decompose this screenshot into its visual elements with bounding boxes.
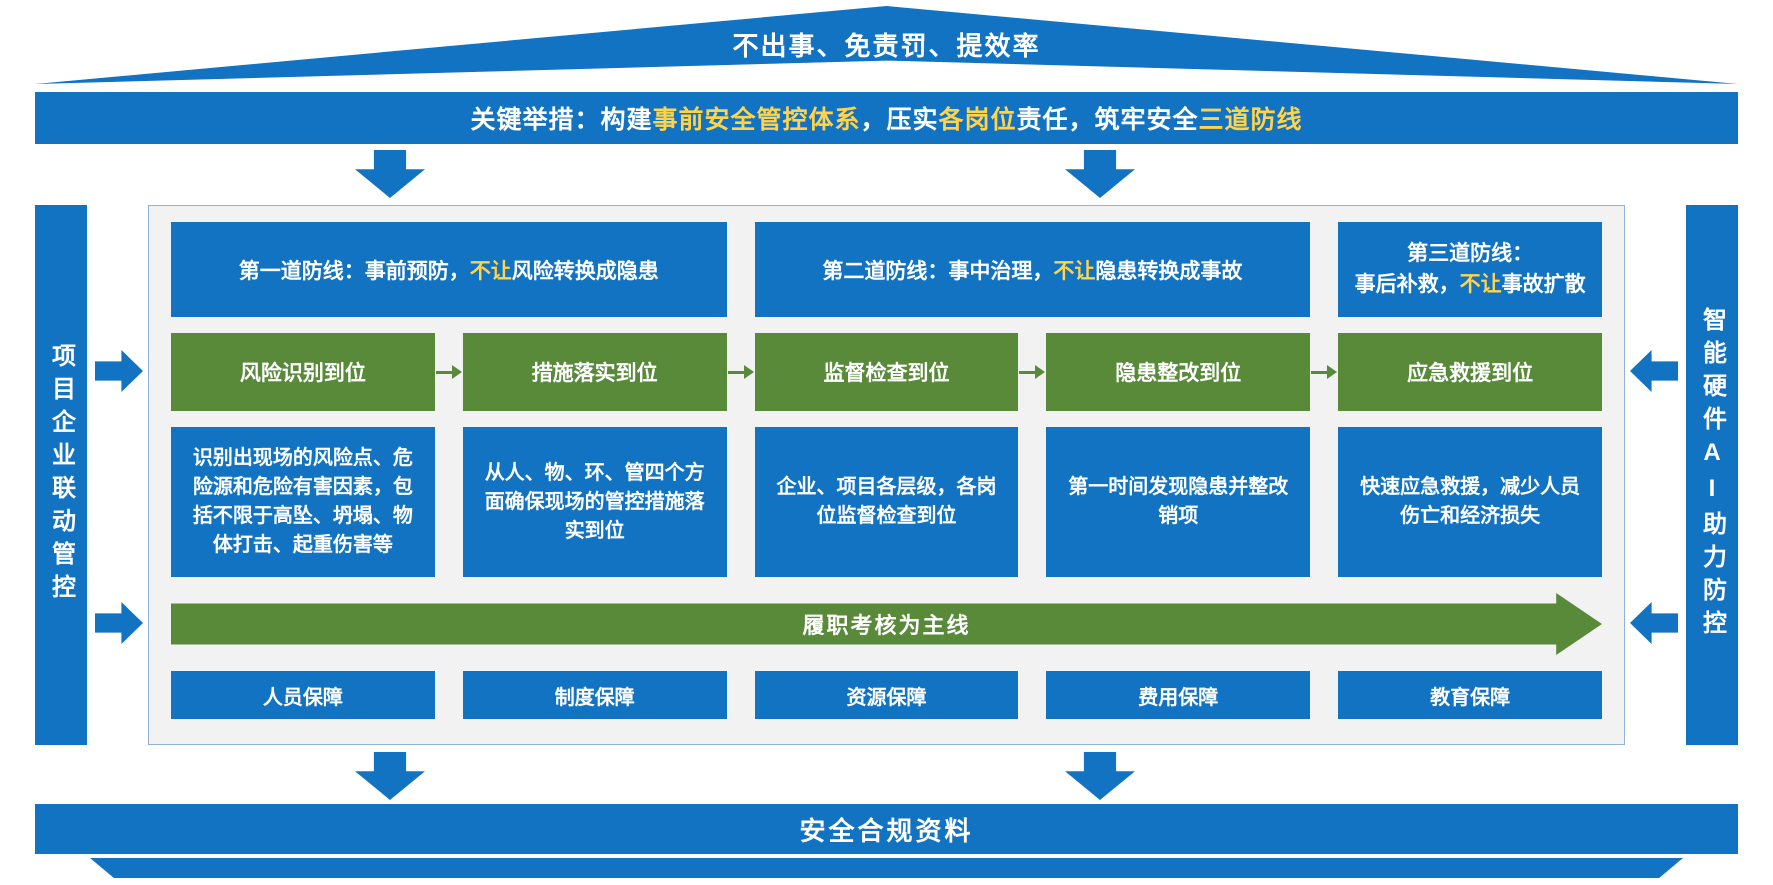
key-measures-part1: 关键举措：构建 <box>470 106 653 134</box>
flow-arrow-head <box>1327 365 1338 379</box>
guarantee-personnel: 人员保障 <box>171 671 435 719</box>
guarantee-system: 制度保障 <box>462 671 727 719</box>
base-pedestal <box>90 858 1683 878</box>
defense-line-2-suffix: 隐患转换成事故 <box>1095 259 1243 283</box>
key-measures-part3: 责任，筑牢安全 <box>1016 106 1199 134</box>
bottom-banner: 安全合规资料 <box>35 804 1738 854</box>
detail-measure-implementation: 从人、物、环、管四个方面确保现场的管控措施落实到位 <box>462 427 727 577</box>
defense-line-3-line1: 第三道防线： <box>1407 242 1534 266</box>
down-arrow-icon <box>355 752 425 800</box>
flow-arrow-icon <box>1018 333 1046 411</box>
flow-arrow-stem <box>1019 370 1037 374</box>
defense-line-3: 第三道防线： 事后补救，不让事故扩散 <box>1338 222 1602 317</box>
step-measure-implementation: 措施落实到位 <box>462 333 727 411</box>
detail-hazard-rectification: 第一时间发现隐患并整改销项 <box>1046 427 1311 577</box>
defense-line-2-highlight: 不让 <box>1053 259 1096 283</box>
step-risk-identification: 风险识别到位 <box>171 333 435 411</box>
guarantee-education: 教育保障 <box>1338 671 1602 719</box>
key-measures-highlight2: 各岗位 <box>938 106 1017 134</box>
down-arrow-icon <box>355 150 425 198</box>
flow-arrow-stem <box>435 370 453 374</box>
right-arrow-icon <box>95 350 143 392</box>
main-line-arrow: 履职考核为主线 <box>171 593 1602 655</box>
down-arrow-icon <box>1065 150 1135 198</box>
defense-line-1-suffix: 风险转换成隐患 <box>511 259 659 283</box>
down-arrow-icon <box>1065 752 1135 800</box>
right-side-bar: 智能硬件AI助力防控 <box>1686 205 1738 745</box>
right-arrow-icon <box>95 602 143 644</box>
detail-emergency-rescue: 快速应急救援，减少人员伤亡和经济损失 <box>1338 427 1602 577</box>
defense-line-2-text: 第二道防线：事中治理， <box>822 259 1054 283</box>
defense-line-1: 第一道防线：事前预防，不让风险转换成隐患 <box>171 222 727 317</box>
defense-line-3-suffix: 事故扩散 <box>1501 272 1586 296</box>
step-supervision-inspection: 监督检查到位 <box>754 333 1019 411</box>
right-side-bar-label: 智能硬件AI助力防控 <box>1698 307 1726 643</box>
left-arrow-icon <box>1630 602 1678 644</box>
guarantee-cost: 费用保障 <box>1046 671 1311 719</box>
panel-grid: 第一道防线：事前预防，不让风险转换成隐患 第二道防线：事中治理，不让隐患转换成事… <box>171 222 1602 728</box>
key-measures-highlight1: 事前安全管控体系 <box>652 106 861 134</box>
flow-arrow-icon <box>727 333 755 411</box>
defense-line-3-line2: 事后补救，不让事故扩散 <box>1355 270 1586 300</box>
flow-arrow-head <box>743 365 754 379</box>
defense-line-2: 第二道防线：事中治理，不让隐患转换成事故 <box>754 222 1311 317</box>
flow-arrow-head <box>451 365 462 379</box>
left-arrow-icon <box>1630 350 1678 392</box>
detail-risk-identification: 识别出现场的风险点、危险源和危险有害因素，包括不限于高坠、坍塌、物体打击、起重伤… <box>171 427 435 577</box>
step-emergency-rescue: 应急救援到位 <box>1338 333 1602 411</box>
left-side-bar-label: 项目企业联动管控 <box>47 343 75 607</box>
defense-line-1-highlight: 不让 <box>469 259 512 283</box>
flow-arrow-icon <box>435 333 463 411</box>
roof-title: 不出事、免责罚、提效率 <box>732 31 1041 61</box>
guarantee-resources: 资源保障 <box>754 671 1019 719</box>
key-measures-part2: ，压实 <box>860 106 939 134</box>
step-hazard-rectification: 隐患整改到位 <box>1046 333 1311 411</box>
defense-line-1-text: 第一道防线：事前预防， <box>238 259 470 283</box>
flow-arrow-head <box>1035 365 1046 379</box>
flow-arrow-stem <box>727 370 745 374</box>
flow-arrow-icon <box>1310 333 1338 411</box>
roof-banner: 不出事、免责罚、提效率 <box>35 6 1738 84</box>
defense-line-3-highlight: 不让 <box>1459 272 1502 296</box>
flow-arrow-stem <box>1311 370 1329 374</box>
key-measures-banner: 关键举措：构建事前安全管控体系，压实各岗位责任，筑牢安全三道防线 <box>35 92 1738 144</box>
central-panel: 第一道防线：事前预防，不让风险转换成隐患 第二道防线：事中治理，不让隐患转换成事… <box>148 205 1625 745</box>
left-side-bar: 项目企业联动管控 <box>35 205 87 745</box>
key-measures-highlight3: 三道防线 <box>1198 106 1303 134</box>
detail-supervision-inspection: 企业、项目各层级，各岗位监督检查到位 <box>754 427 1019 577</box>
defense-line-3-text: 事后补救， <box>1354 272 1460 296</box>
